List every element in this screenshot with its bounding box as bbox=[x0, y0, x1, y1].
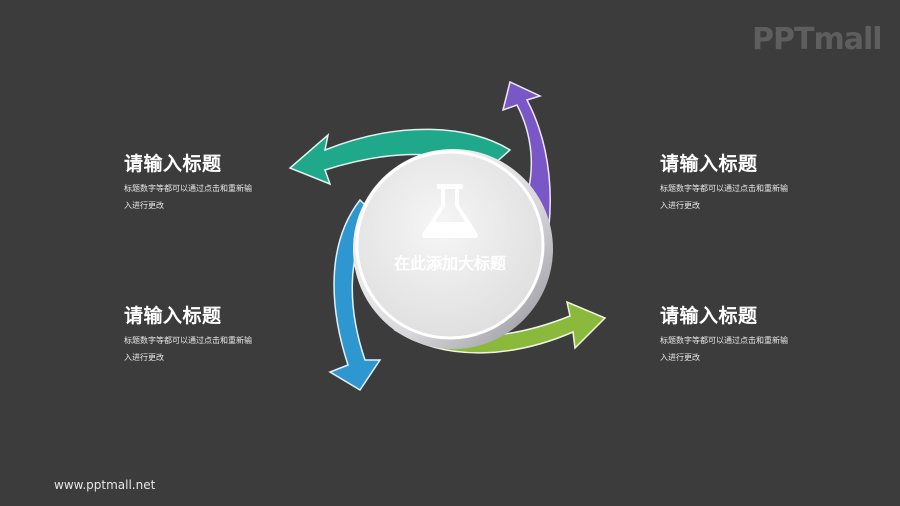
flask-icon bbox=[422, 184, 478, 238]
block-title: 请输入标题 bbox=[124, 153, 222, 175]
text-block-top-left: 请输入标题 标题数字等都可以通过点击和重新输入进行更改 bbox=[124, 152, 304, 214]
block-desc: 标题数字等都可以通过点击和重新输入进行更改 bbox=[124, 184, 252, 210]
text-block-bottom-right: 请输入标题 标题数字等都可以通过点击和重新输入进行更改 bbox=[660, 304, 840, 366]
center-disc bbox=[355, 150, 545, 340]
block-desc: 标题数字等都可以通过点击和重新输入进行更改 bbox=[660, 184, 788, 210]
block-title: 请输入标题 bbox=[124, 305, 222, 327]
block-title: 请输入标题 bbox=[660, 305, 758, 327]
text-block-top-right: 请输入标题 标题数字等都可以通过点击和重新输入进行更改 bbox=[660, 152, 840, 214]
text-block-bottom-left: 请输入标题 标题数字等都可以通过点击和重新输入进行更改 bbox=[124, 304, 304, 366]
pptmall-logo: PPTmall bbox=[752, 22, 883, 57]
center-title: 在此添加大标题 bbox=[393, 254, 506, 273]
block-desc: 标题数字等都可以通过点击和重新输入进行更改 bbox=[660, 336, 788, 362]
block-title: 请输入标题 bbox=[660, 153, 758, 175]
footer-url: www.pptmall.net bbox=[54, 478, 156, 492]
block-desc: 标题数字等都可以通过点击和重新输入进行更改 bbox=[124, 336, 252, 362]
